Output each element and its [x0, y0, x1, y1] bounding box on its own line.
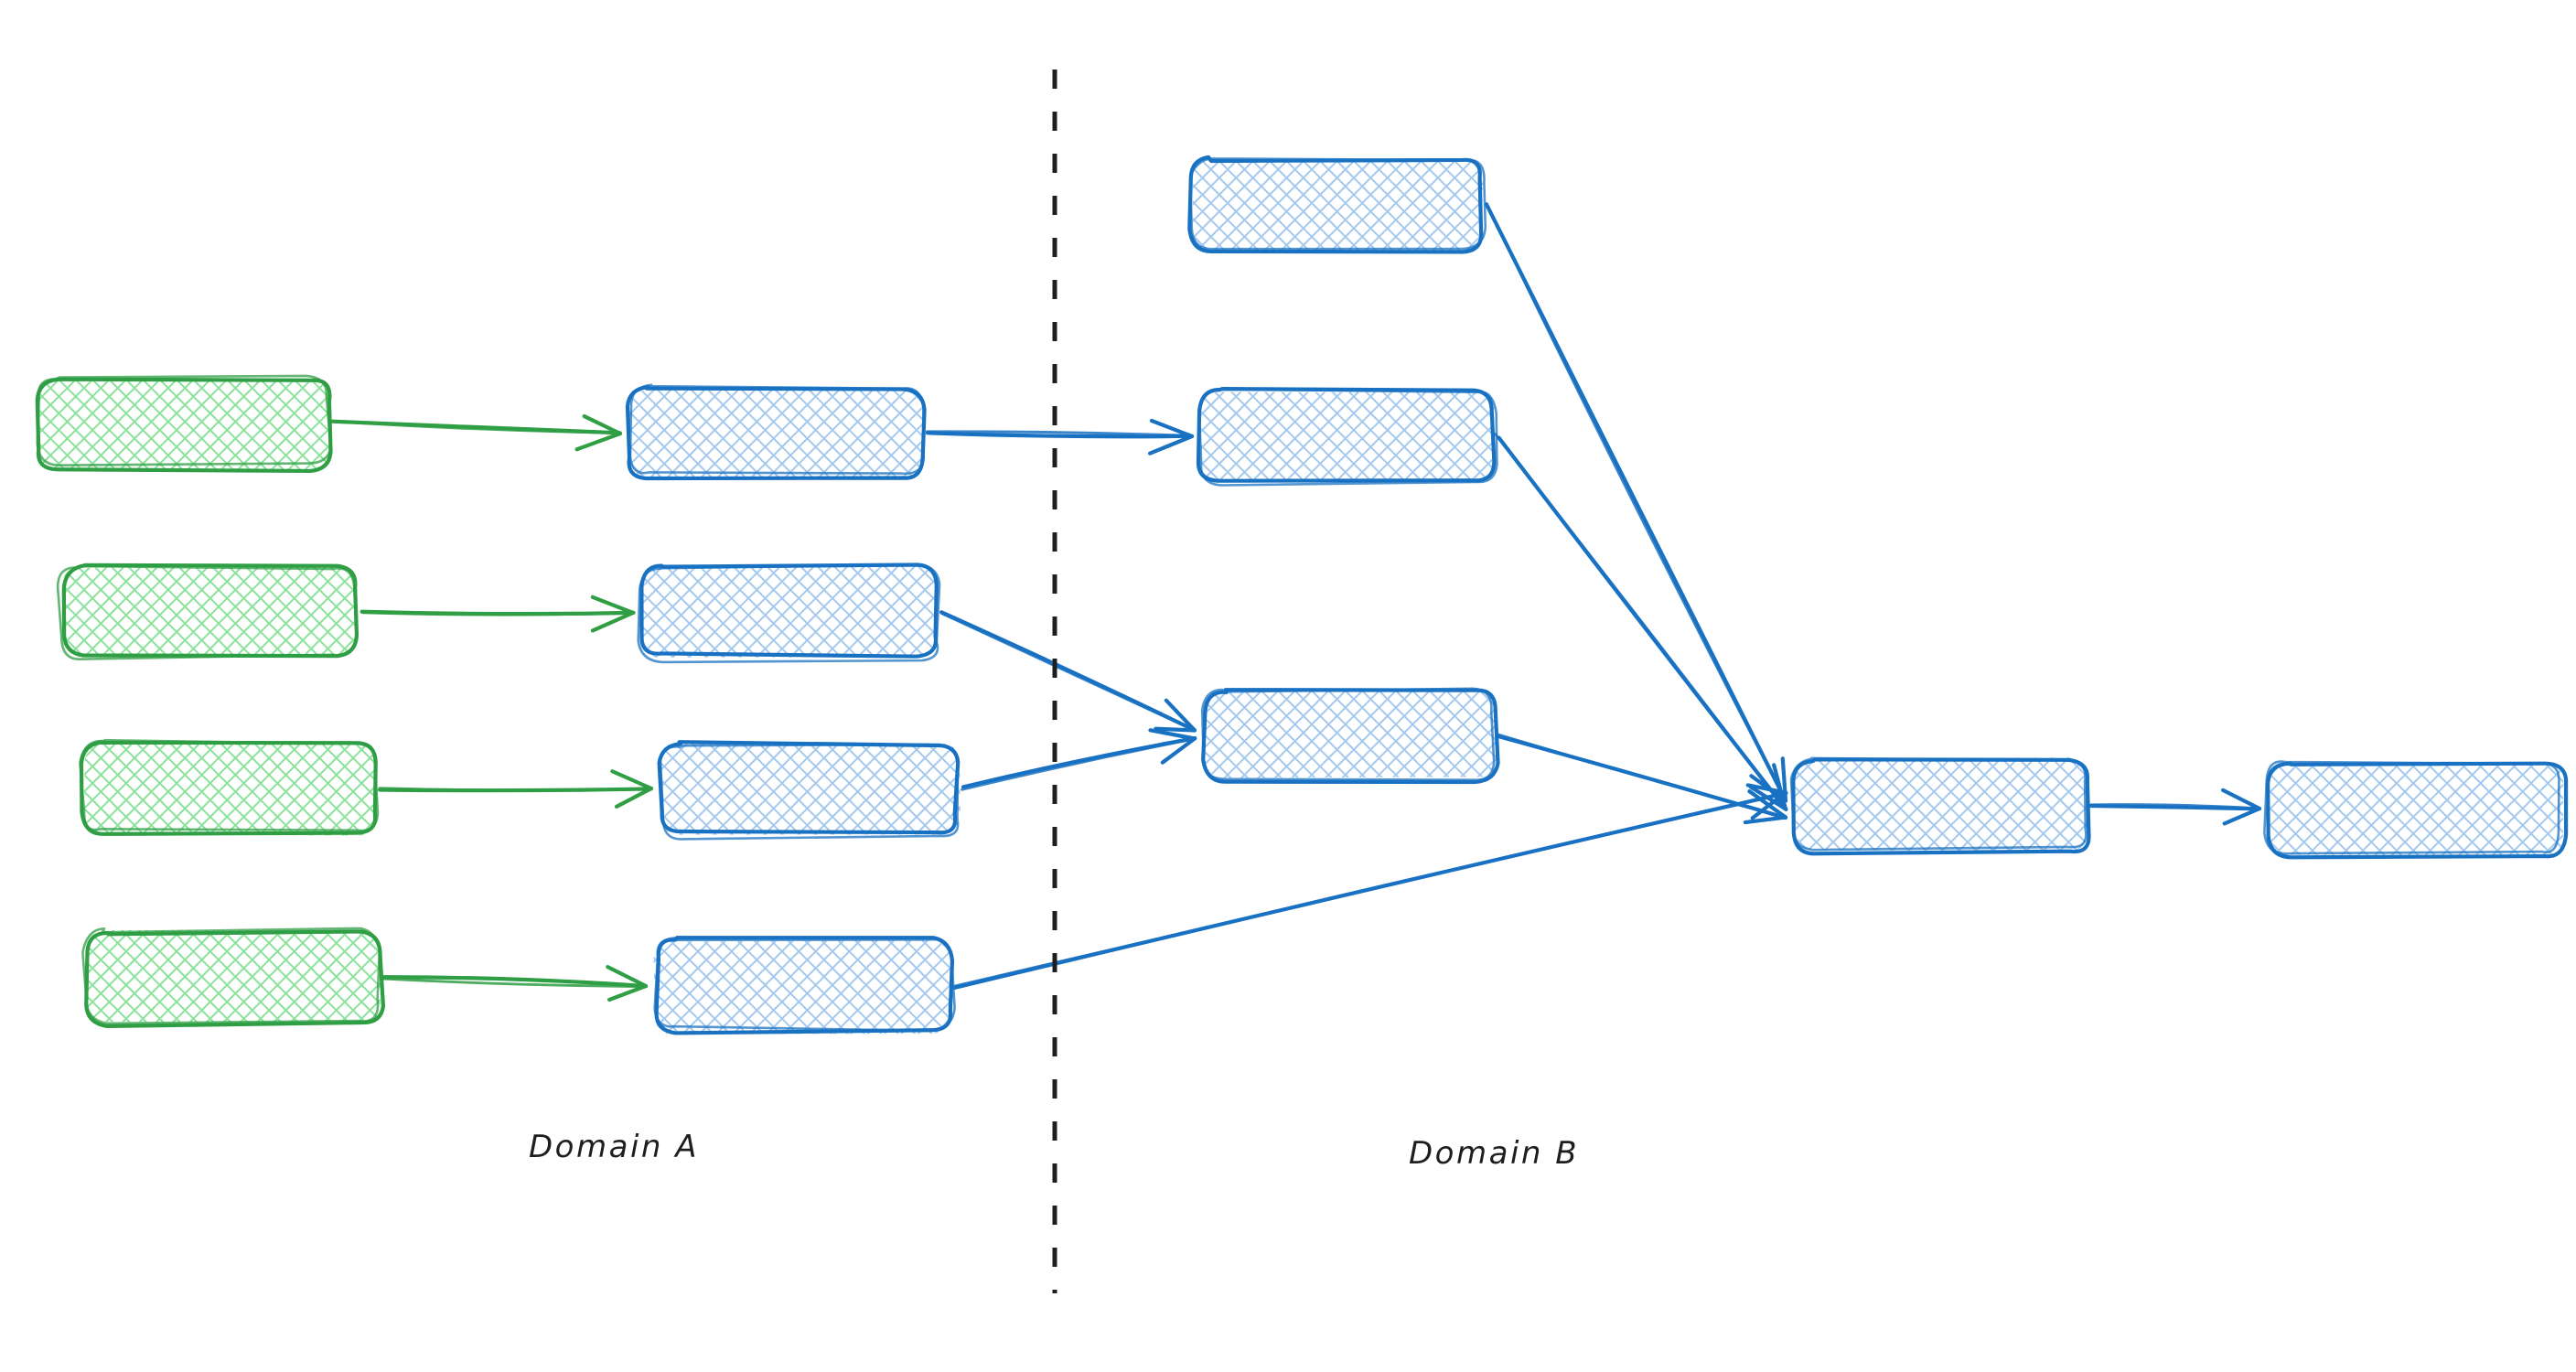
edge-e-a3-b3	[377, 769, 654, 809]
node-box[interactable]	[637, 563, 941, 664]
label-layer: Domain A Domain B	[529, 1129, 1579, 1172]
node-box[interactable]	[1789, 756, 2091, 856]
domain-a-label: Domain A	[529, 1129, 699, 1165]
node-outline-secondary	[653, 937, 956, 1033]
node-fill	[36, 378, 330, 471]
node-box[interactable]	[2263, 760, 2569, 860]
edge-e-c3-hub	[1495, 732, 1788, 825]
node-fill	[640, 566, 939, 658]
node-outline	[1201, 688, 1500, 785]
edge-e-b2-c3	[939, 610, 1197, 733]
edge-e-a4-b4	[380, 964, 649, 1002]
node-box[interactable]	[1200, 687, 1500, 785]
node-box[interactable]	[1187, 155, 1487, 254]
node-box[interactable]	[35, 374, 333, 474]
edge-e-b1-c2	[925, 418, 1195, 456]
node-box[interactable]	[653, 936, 956, 1035]
edge-e-b3-c3	[961, 728, 1197, 791]
node-fill	[628, 389, 924, 480]
node-fill	[660, 742, 961, 835]
node-outline-secondary	[637, 563, 941, 664]
node-outline-secondary	[79, 738, 380, 832]
node-fill	[2268, 763, 2564, 856]
node-layer	[35, 155, 2569, 1035]
edge-e-c1-hub	[1484, 202, 1788, 803]
node-outline-secondary	[1188, 156, 1487, 251]
node-fill	[61, 566, 359, 658]
node-box[interactable]	[657, 740, 961, 841]
node-outline-secondary	[2263, 760, 2560, 855]
node-fill	[84, 743, 379, 836]
node-outline-secondary	[1789, 756, 2088, 852]
node-box[interactable]	[625, 383, 927, 481]
node-outline-secondary	[36, 374, 332, 466]
node-outline-secondary	[659, 743, 960, 841]
node-outline-secondary	[81, 927, 381, 1025]
edge-e-a2-b2	[360, 595, 636, 633]
domain-b-label: Domain B	[1409, 1135, 1579, 1172]
node-box[interactable]	[81, 927, 386, 1028]
node-fill	[1794, 757, 2089, 852]
edge-layer	[329, 202, 2262, 1002]
node-box[interactable]	[56, 563, 360, 660]
node-fill	[1192, 158, 1484, 252]
node-outline-secondary	[1197, 388, 1498, 487]
node-outline	[1791, 757, 2091, 856]
edge-e-hub-sink	[2088, 788, 2262, 826]
edge-e-b4-hub	[950, 783, 1788, 990]
edge-e-c2-hub	[1494, 433, 1788, 812]
node-outline-secondary	[56, 564, 359, 660]
node-outline-secondary	[628, 383, 925, 475]
node-outline	[2266, 761, 2569, 860]
edge-e-a1-b1	[329, 413, 623, 452]
node-fill	[653, 939, 950, 1034]
node-fill	[1200, 391, 1495, 482]
node-box[interactable]	[79, 738, 380, 836]
node-fill	[86, 930, 381, 1024]
node-outline-secondary	[1200, 687, 1496, 781]
node-fill	[1203, 688, 1497, 778]
node-box[interactable]	[1196, 387, 1498, 487]
